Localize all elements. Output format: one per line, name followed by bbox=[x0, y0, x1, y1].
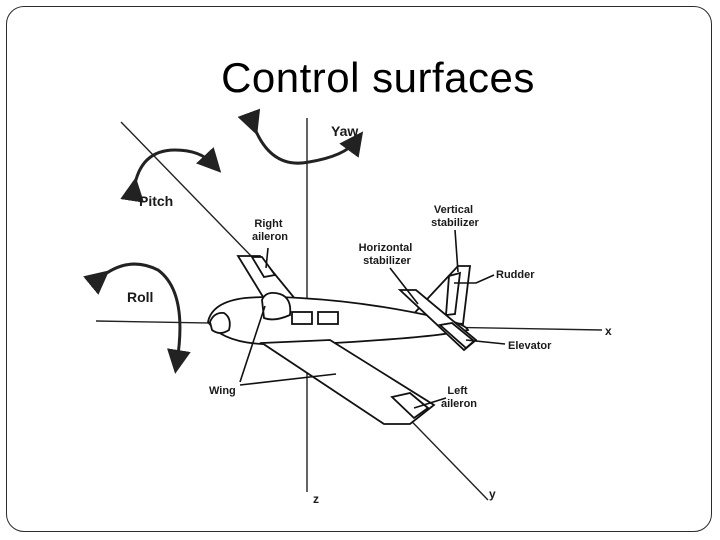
pitch-arrow bbox=[120, 147, 222, 203]
leader-wing bbox=[239, 373, 337, 386]
right-aileron bbox=[250, 256, 277, 278]
cabin-window bbox=[317, 311, 339, 325]
cabin-window bbox=[291, 311, 313, 325]
leader-elevator bbox=[465, 339, 506, 345]
z-axis-label: z bbox=[313, 492, 319, 506]
elevator-label: Elevator bbox=[508, 340, 552, 352]
cockpit-canopy bbox=[261, 291, 292, 321]
yaw-label: Yaw bbox=[331, 123, 358, 139]
right-aileron-label: Right aileron bbox=[252, 218, 288, 243]
left-aileron-label: Left aileron bbox=[441, 385, 477, 410]
slide-title: Control surfaces bbox=[221, 54, 535, 101]
leader-horizontal-stabilizer bbox=[389, 267, 419, 305]
roll-arrow bbox=[83, 262, 191, 374]
rudder-label: Rudder bbox=[496, 269, 535, 281]
leader-wing-upper bbox=[239, 305, 266, 383]
horizontal-stabilizer-label: Horizontal stabilizer bbox=[359, 242, 416, 267]
leader-left-aileron bbox=[413, 397, 447, 409]
y-axis-label: y bbox=[489, 487, 496, 501]
slide-frame bbox=[6, 6, 712, 532]
leader-rudder bbox=[454, 274, 495, 284]
yaw-arrow bbox=[237, 108, 364, 165]
nose-spinner bbox=[209, 312, 231, 334]
pitch-label: Pitch bbox=[139, 193, 173, 209]
vertical-stabilizer-label: Vertical stabilizer bbox=[431, 204, 479, 229]
leader-right-aileron bbox=[265, 247, 269, 269]
left-aileron bbox=[390, 392, 430, 420]
left-wing bbox=[259, 339, 436, 425]
roll-label: Roll bbox=[127, 289, 153, 305]
leader-vertical-stabilizer bbox=[454, 229, 459, 273]
wing-label: Wing bbox=[209, 385, 236, 397]
x-axis-label: x bbox=[605, 324, 612, 338]
